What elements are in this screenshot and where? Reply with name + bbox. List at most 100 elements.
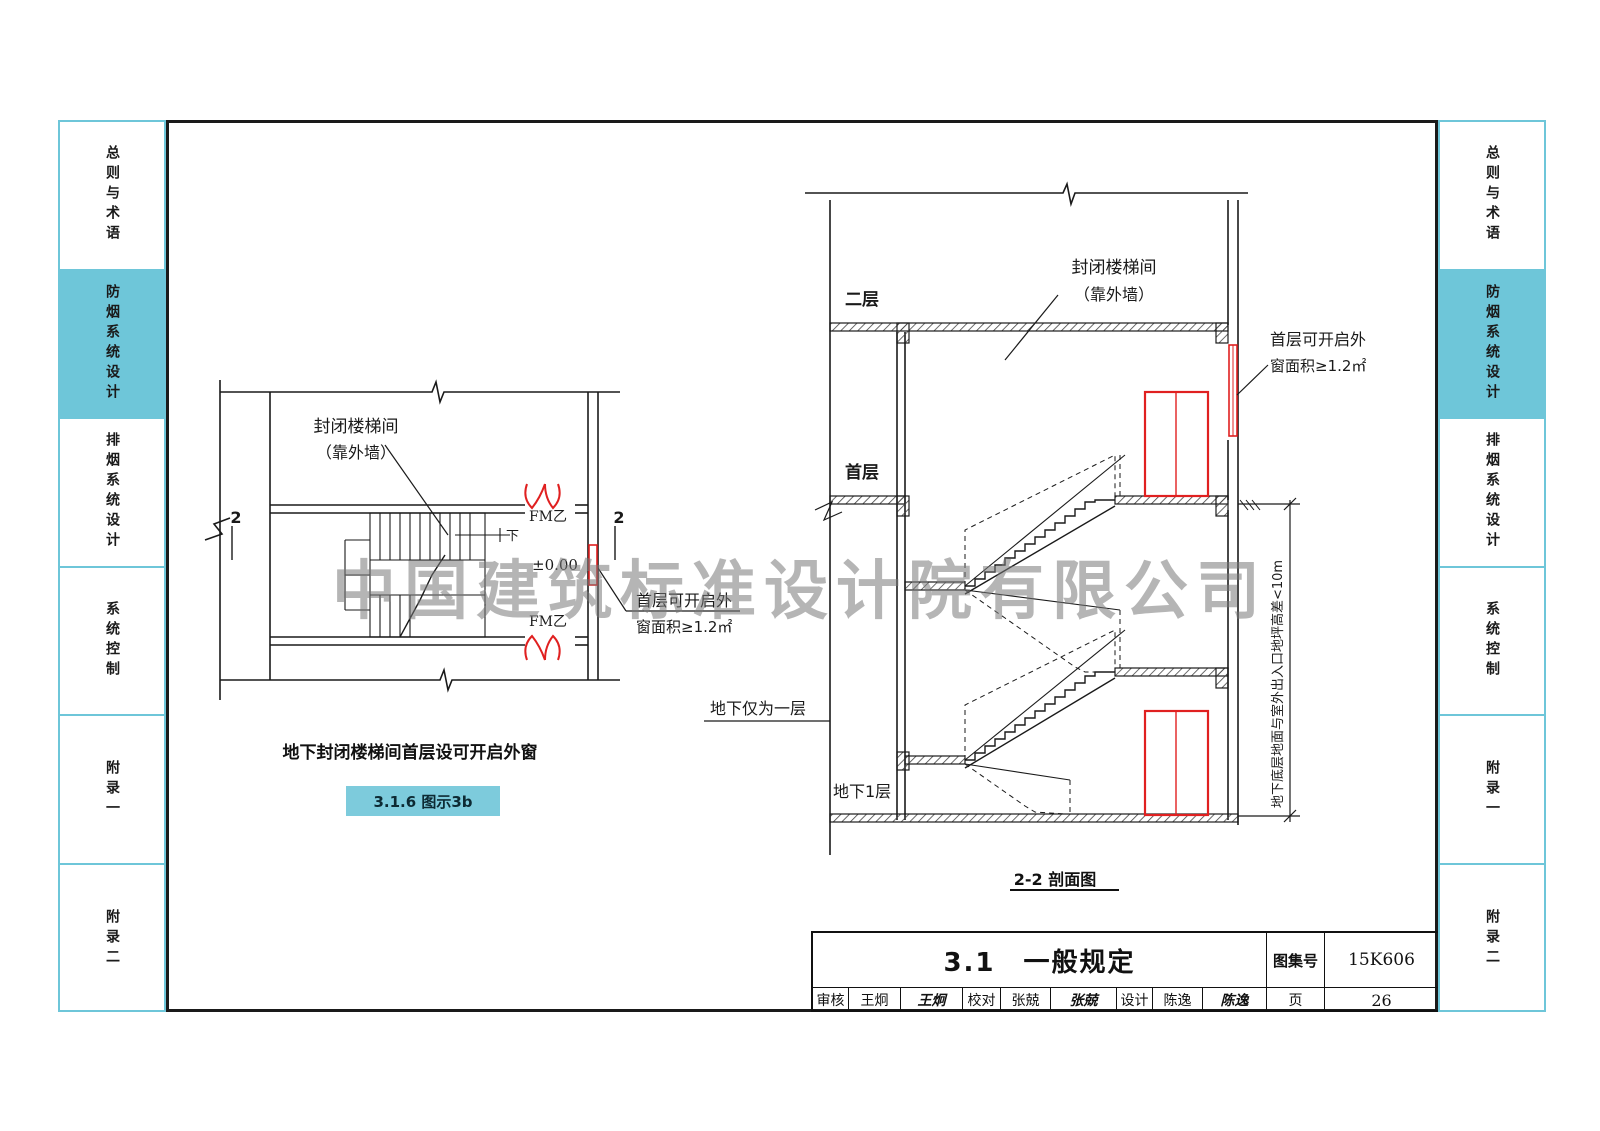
plan-stair-leader xyxy=(384,444,449,536)
floor-label-2: 二层 xyxy=(845,290,879,310)
checker-name: 张兢 xyxy=(1001,988,1051,1012)
section-left-break xyxy=(814,500,843,522)
stair-handrail-1 xyxy=(964,454,1126,587)
section-stair-sublabel: （靠外墙） xyxy=(1074,285,1154,304)
figure-badge: 3.1.6 图示3b xyxy=(346,786,500,816)
plan-window-label-1: 首层可开启外 xyxy=(636,591,732,610)
reviewer-name: 王炯 xyxy=(849,988,901,1012)
tab-label: 系统控制 xyxy=(1484,601,1500,682)
tab-general[interactable]: 总则与术语 xyxy=(1440,122,1544,271)
tab-label: 排烟系统设计 xyxy=(1484,432,1500,553)
designer-name: 陈逸 xyxy=(1153,988,1203,1012)
stair-handrail-2 xyxy=(964,589,1121,611)
section-top-line xyxy=(805,181,1248,207)
section-labels: 封闭楼梯间 （靠外墙） 首层可开启外 窗面积≥1.2㎡ 二层 首层 地下1层 地… xyxy=(710,258,1366,808)
plan-section-mark-right: 2 xyxy=(613,508,624,527)
drawing-frame xyxy=(166,120,1438,1012)
stair-handrail-3 xyxy=(964,629,1126,761)
check-label: 校对 xyxy=(963,988,1001,1012)
plan-bottom-wall xyxy=(220,667,620,693)
section-window-leader xyxy=(1236,364,1269,396)
tab-label: 防烟系统设计 xyxy=(1484,283,1500,404)
stair-hidden-flight-1 xyxy=(964,454,1116,586)
tab-smoke-prevention[interactable]: 防烟系统设计 xyxy=(60,270,164,420)
tab-appendix-2[interactable]: 附录二 xyxy=(1440,865,1544,1014)
ground-hatch xyxy=(1239,499,1261,511)
tab-label: 排烟系统设计 xyxy=(104,432,120,553)
slab-b1-landing xyxy=(1114,667,1229,677)
tab-smoke-prevention[interactable]: 防烟系统设计 xyxy=(1440,270,1544,420)
atlas-number: 15K606 xyxy=(1348,950,1415,970)
slab-level-1-left xyxy=(829,495,906,505)
basement-note: 地下仅为一层 xyxy=(710,699,806,718)
tab-system-control[interactable]: 系统控制 xyxy=(1440,568,1544,717)
plan-stair-treads xyxy=(344,512,510,638)
tab-label: 附录二 xyxy=(104,909,120,970)
plan-door-bottom-left xyxy=(524,634,546,661)
slab-level-1-right-column xyxy=(1215,495,1229,517)
tab-system-control[interactable]: 系统控制 xyxy=(60,568,164,717)
tab-appendix-1[interactable]: 附录一 xyxy=(60,716,164,865)
section-annotations xyxy=(704,294,1300,823)
plan-door-bottom-right xyxy=(544,634,561,661)
design-label: 设计 xyxy=(1117,988,1153,1012)
section-red-elements xyxy=(1143,344,1238,817)
plan-door-top-right xyxy=(544,483,561,510)
section-stair-label: 封闭楼梯间 xyxy=(1072,258,1157,278)
plan-section-mark-left: 2 xyxy=(230,508,241,527)
plan-down-label: 下 xyxy=(506,529,519,544)
plan-window-label-2: 窗面积≥1.2㎡ xyxy=(636,618,732,636)
tab-smoke-exhaust[interactable]: 排烟系统设计 xyxy=(1440,419,1544,568)
stair-flight-3-soffit xyxy=(964,677,1116,769)
dimension-note: 地下底层地面与室外出入口地坪高差<10m xyxy=(1270,560,1286,808)
slab-basement-floor xyxy=(829,813,1239,823)
slab-mid-landing-1 xyxy=(904,581,966,591)
plan-window-leader xyxy=(597,567,627,612)
section-caption-underline xyxy=(1010,889,1119,891)
tab-appendix-1[interactable]: 附录一 xyxy=(1440,716,1544,865)
dim-tick-bottom xyxy=(1283,809,1297,823)
plan-top-wall xyxy=(220,379,620,405)
review-label: 审核 xyxy=(813,988,849,1012)
plan-door-top-left xyxy=(524,483,546,510)
plan-stair-sublabel: （靠外墙） xyxy=(316,443,396,462)
atlas-label: 图集号 xyxy=(1267,933,1325,987)
floor-label-b1: 地下1层 xyxy=(833,782,891,801)
plan-view xyxy=(204,379,740,700)
tab-label: 总则与术语 xyxy=(104,145,120,246)
section-window-label-2: 窗面积≥1.2㎡ xyxy=(1270,357,1366,375)
tab-label: 附录一 xyxy=(104,759,120,820)
stair-hidden-flight-3 xyxy=(964,629,1116,760)
stair-flight-3 xyxy=(965,671,1115,761)
page-number: 26 xyxy=(1371,990,1392,1010)
slab-level-2-right-column xyxy=(1215,322,1229,344)
reviewer-signature: 王炯 xyxy=(901,988,963,1012)
section-stair-leader xyxy=(1004,294,1059,361)
tab-appendix-2[interactable]: 附录二 xyxy=(60,865,164,1014)
dim-tick-top xyxy=(1283,497,1297,511)
section-caption: 2-2 剖面图 xyxy=(1013,870,1097,889)
tab-label: 系统控制 xyxy=(104,601,120,682)
stair-hidden-flight-2 xyxy=(964,589,1115,673)
section-slabs xyxy=(829,322,1239,823)
slab-level-1-column xyxy=(896,495,910,517)
title-block-row-1: 3.1 一般规定 图集号 15K606 xyxy=(813,933,1438,988)
plan-level-label: ±0.00 xyxy=(532,556,578,574)
plan-stair-label: 封闭楼梯间 xyxy=(314,417,399,437)
designer-signature: 陈逸 xyxy=(1203,988,1267,1012)
sheet-title: 3.1 一般规定 xyxy=(813,933,1267,987)
plan-doors xyxy=(524,483,598,661)
stair-flight-1-soffit xyxy=(964,505,1116,595)
checker-signature: 张兢 xyxy=(1051,988,1117,1012)
plan-door-label-top: FM乙 xyxy=(529,509,567,525)
title-block: 3.1 一般规定 图集号 15K606 审核 王炯 王炯 校对 张兢 张兢 设计… xyxy=(811,931,1438,1012)
right-tab-column: 总则与术语 防烟系统设计 排烟系统设计 系统控制 附录一 附录二 xyxy=(1438,120,1546,1012)
plan-labels: 封闭楼梯间 （靠外墙） FM乙 FM乙 ±0.00 下 2 2 首层可开启外 窗… xyxy=(230,417,732,636)
plan-door-label-bottom: FM乙 xyxy=(529,614,567,630)
tab-general[interactable]: 总则与术语 xyxy=(60,122,164,271)
slab-b1-right-column xyxy=(1215,667,1229,689)
plan-window xyxy=(588,544,598,586)
stair-handrail-4 xyxy=(964,763,1071,781)
tab-smoke-exhaust[interactable]: 排烟系统设计 xyxy=(60,419,164,568)
